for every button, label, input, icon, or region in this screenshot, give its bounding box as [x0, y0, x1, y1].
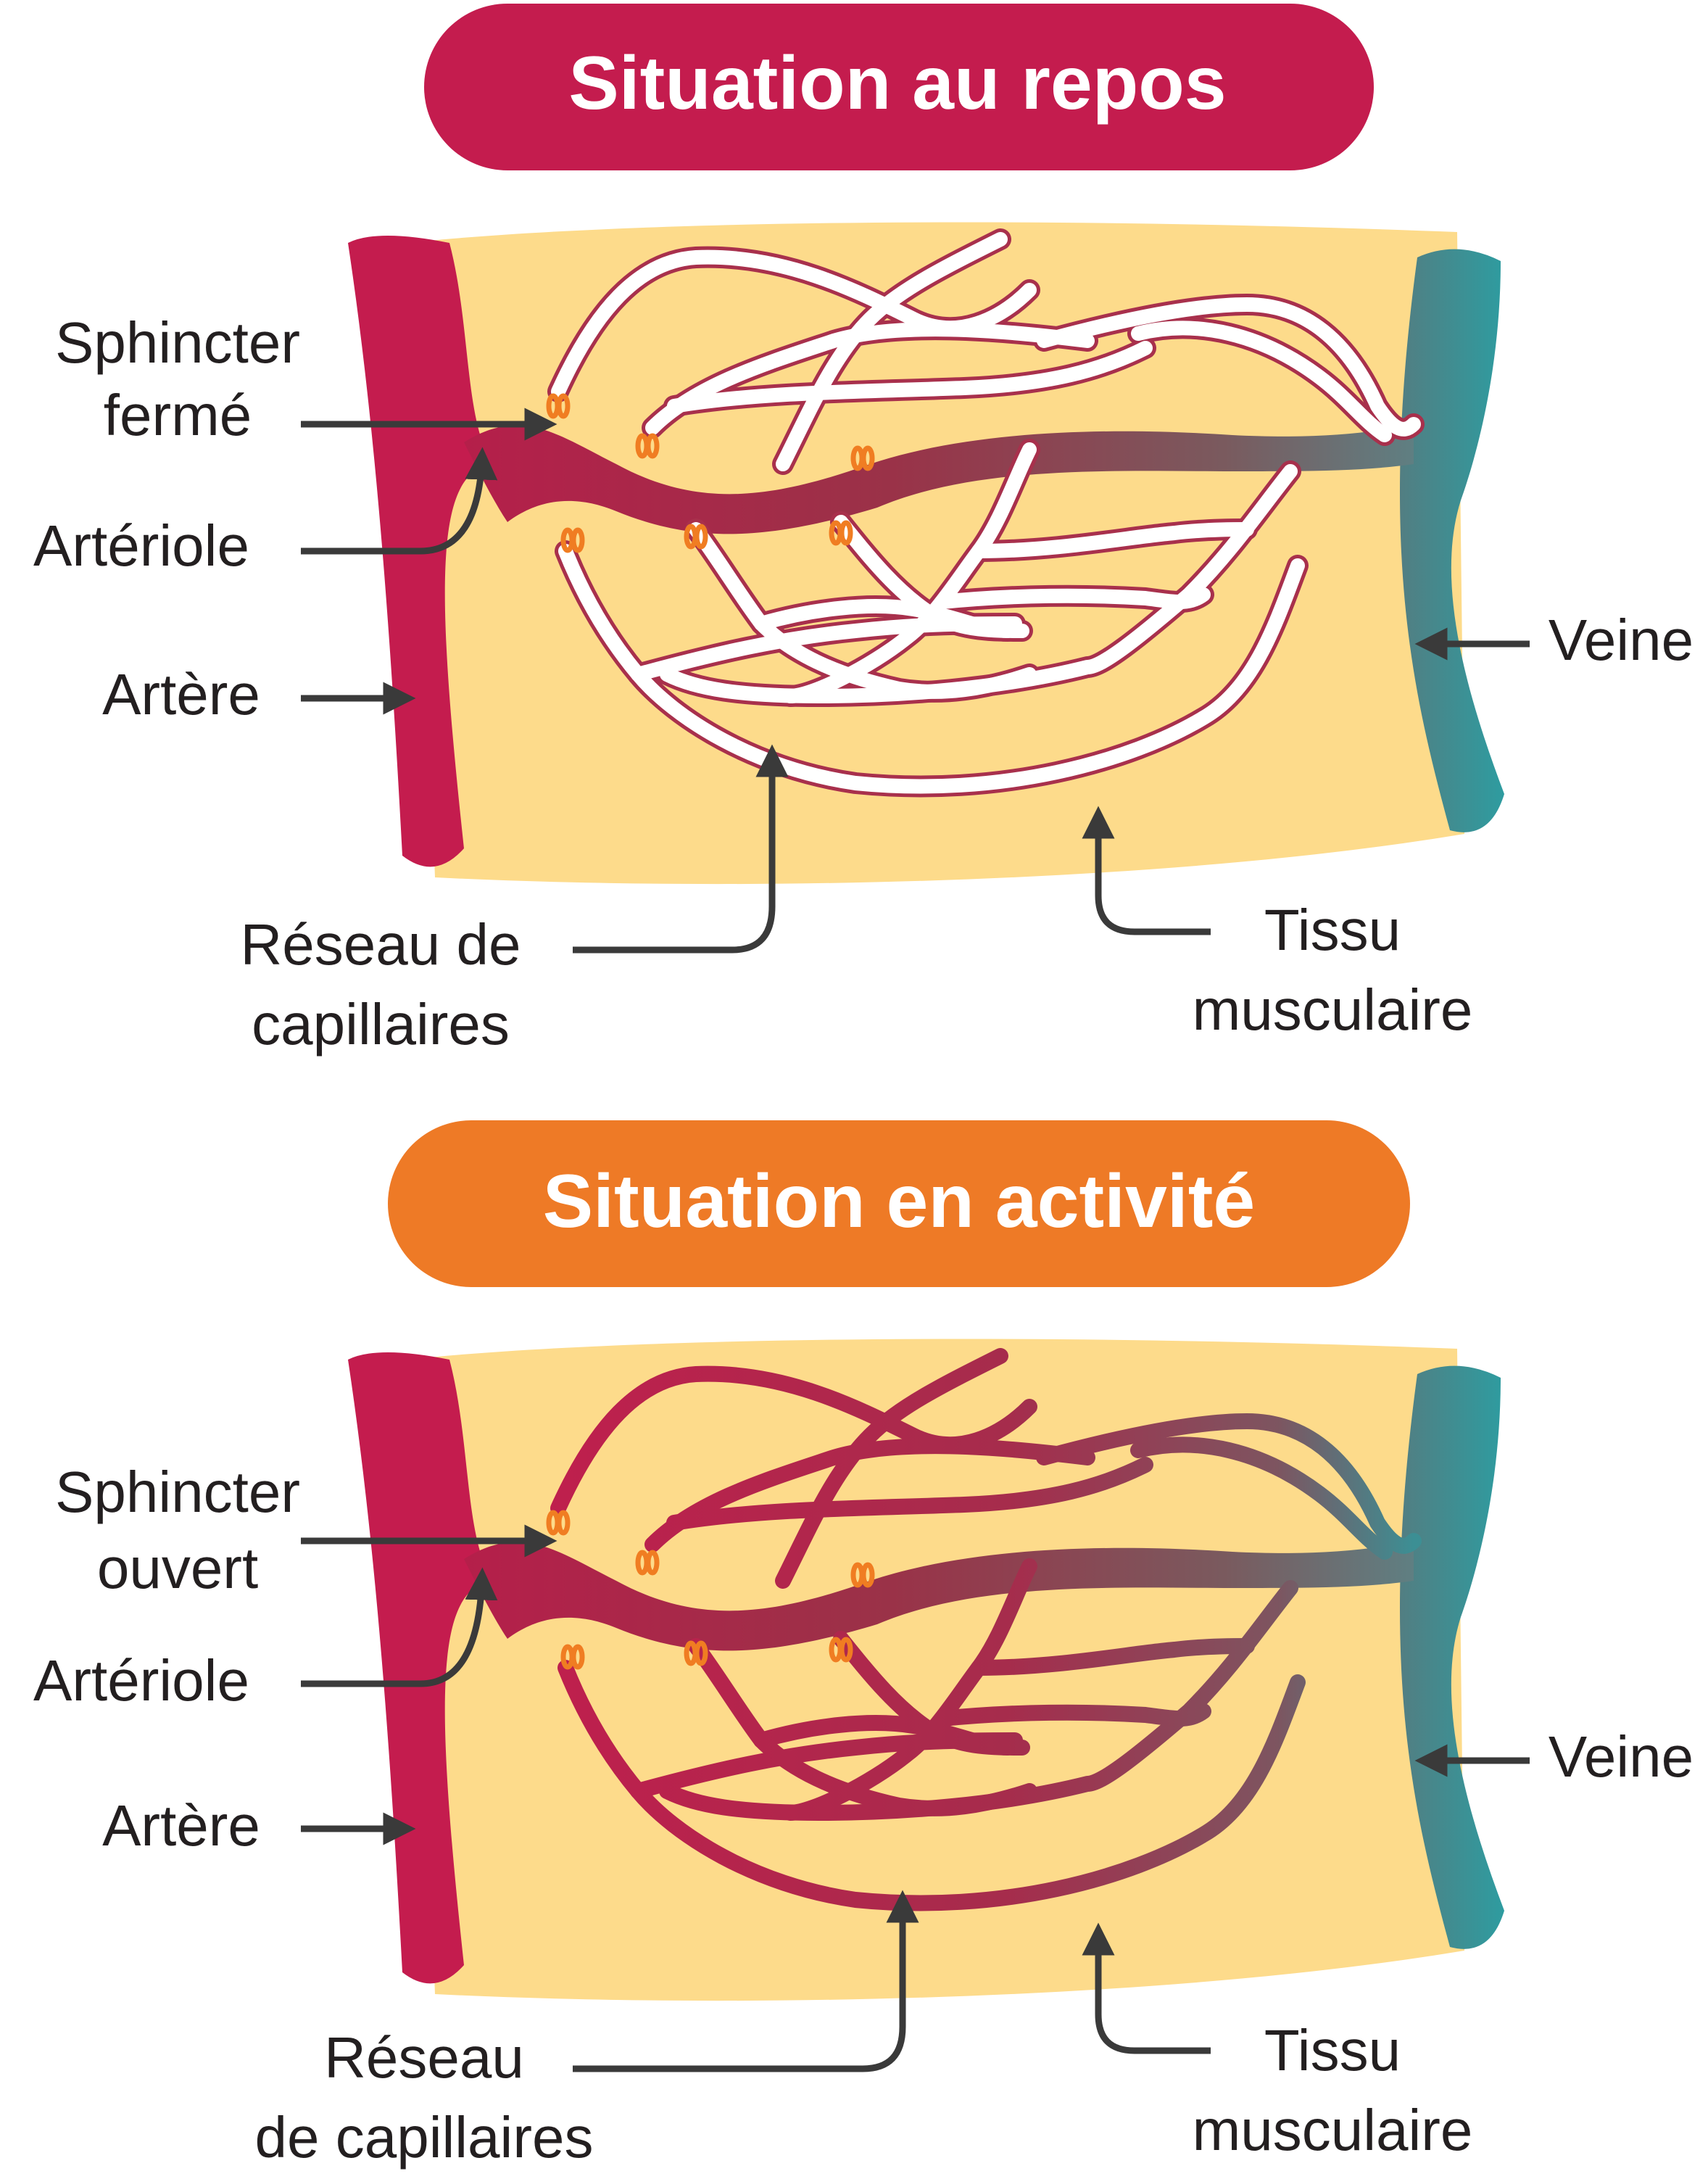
- capillaries-arrow-resting: [573, 744, 789, 954]
- tissue-label-active: Tissu musculaire: [1193, 2018, 1473, 2162]
- svg-text:de capillaires: de capillaires: [255, 2105, 594, 2170]
- svg-text:capillaires: capillaires: [252, 992, 510, 1057]
- sphincter-label-resting: Sphincter fermé: [55, 310, 300, 447]
- arteriole-arrow-active: [301, 1567, 498, 1687]
- tissue-arrow-resting: [1082, 806, 1211, 935]
- svg-text:Réseau de: Réseau de: [241, 912, 521, 977]
- resting-title: Situation au repos: [568, 41, 1226, 125]
- artery-label-resting: Artère: [102, 662, 260, 727]
- arteriole-label-active: Artériole: [33, 1648, 249, 1713]
- sphincter-label-active: Sphincter ouvert: [55, 1460, 300, 1600]
- svg-text:musculaire: musculaire: [1193, 977, 1473, 1042]
- active-title: Situation en activité: [543, 1159, 1255, 1244]
- svg-text:fermé: fermé: [104, 383, 252, 447]
- svg-text:Tissu: Tissu: [1264, 2018, 1401, 2083]
- capillaries-label-active: Réseau de capillaires: [255, 2025, 594, 2170]
- svg-text:ouvert: ouvert: [97, 1536, 258, 1600]
- vein-label-resting: Veine: [1549, 608, 1694, 672]
- capillaries-label-resting: Réseau de capillaires: [241, 912, 521, 1057]
- svg-text:Sphincter: Sphincter: [55, 1460, 300, 1524]
- vein-label-active: Veine: [1549, 1724, 1694, 1789]
- active-title-banner: [388, 1120, 1410, 1287]
- artery-label-active: Artère: [102, 1793, 260, 1858]
- arteriole-arrow-resting: [301, 447, 498, 555]
- capillaries-arrow-active: [573, 1890, 919, 2072]
- tissue-label-resting: Tissu musculaire: [1193, 898, 1473, 1042]
- arteriole-label-resting: Artériole: [33, 513, 249, 578]
- tissue-arrow-active: [1082, 1922, 1211, 2054]
- panel-active: Situation en activité Sphincter ouvert A…: [33, 1120, 1694, 2170]
- svg-text:musculaire: musculaire: [1193, 2098, 1473, 2162]
- svg-text:Réseau: Réseau: [324, 2025, 524, 2090]
- resting-title-banner: [424, 4, 1374, 170]
- svg-text:Sphincter: Sphincter: [55, 310, 300, 375]
- panel-resting: Situation au repos Sphincter fermé Artér…: [33, 4, 1694, 1057]
- svg-text:Tissu: Tissu: [1264, 898, 1401, 962]
